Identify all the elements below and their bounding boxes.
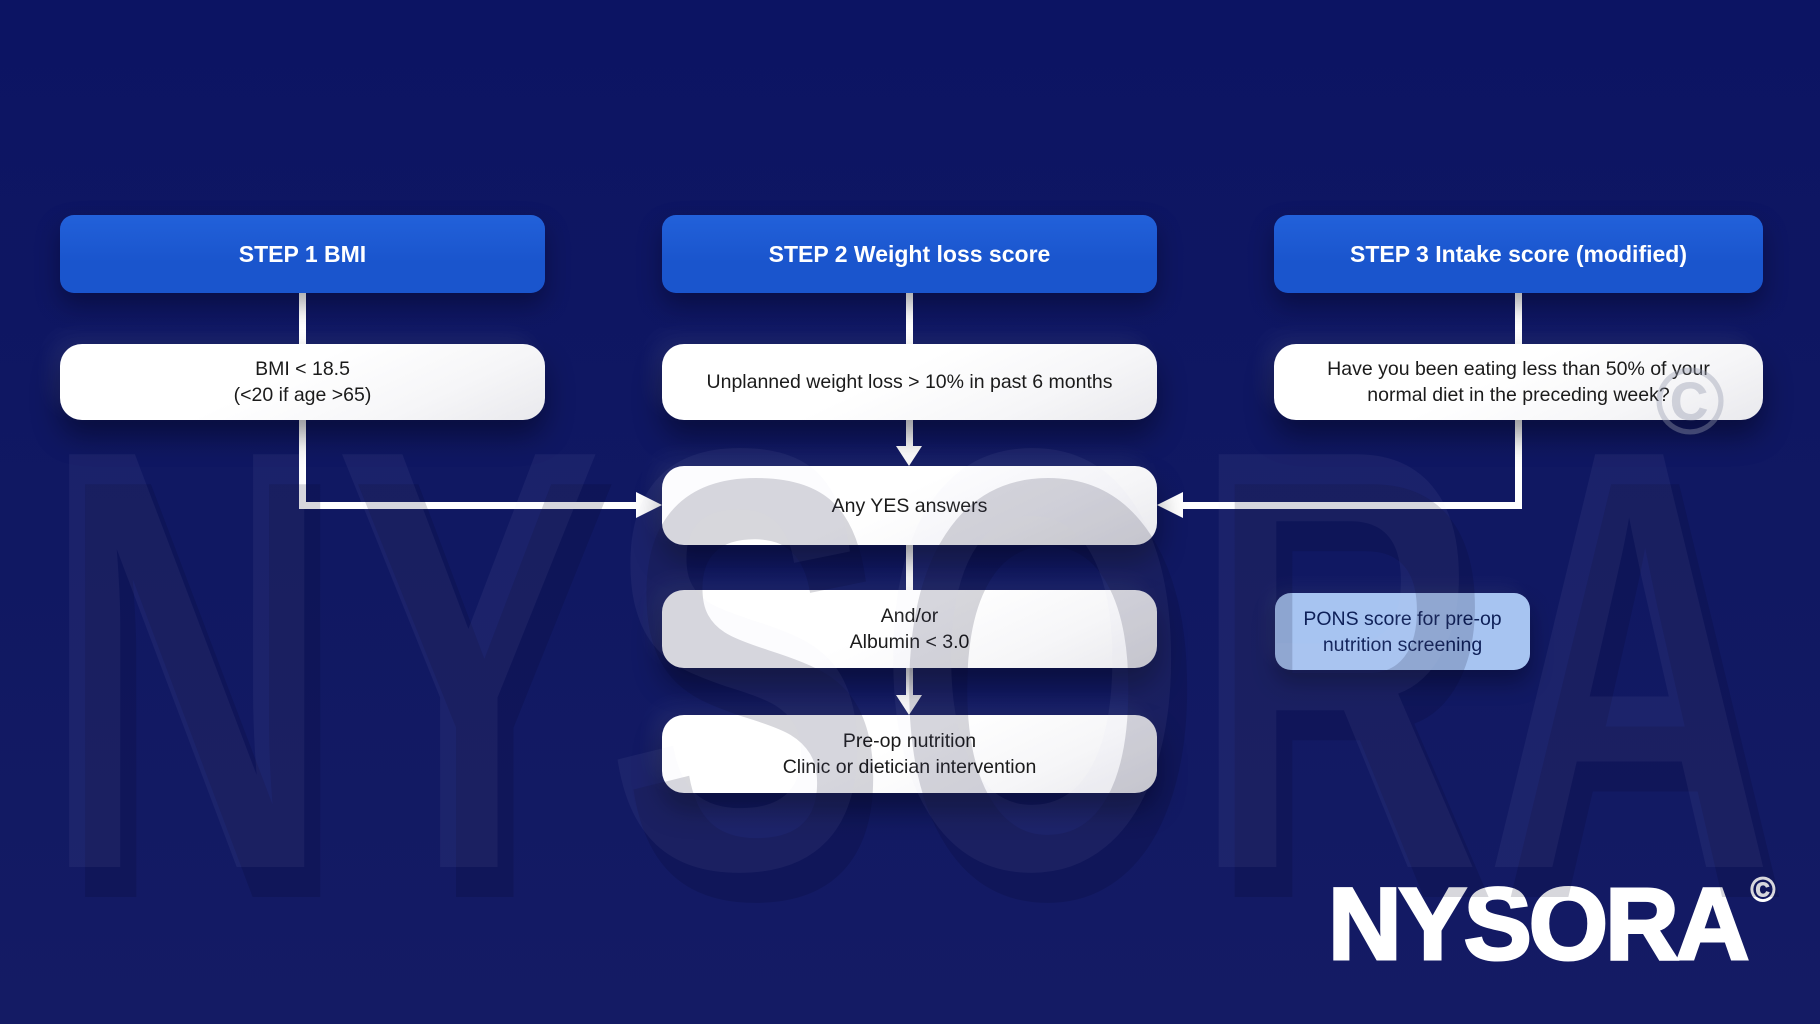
connector-intake-elbow-vertical — [1515, 420, 1522, 509]
copyright-symbol: © — [1750, 871, 1776, 910]
pons-line1: PONS score for pre-op — [1303, 607, 1502, 630]
step2-header: STEP 2 Weight loss score — [662, 215, 1157, 293]
bmi-criteria-line1: BMI < 18.5 — [255, 358, 350, 380]
step1-header: STEP 1 BMI — [60, 215, 545, 293]
intake-question-line2: normal diet in the preceding week? — [1367, 384, 1670, 406]
connector-step3-down — [1515, 293, 1522, 344]
arrowhead-into-merge-left — [636, 492, 662, 518]
pons-line2: nutrition screening — [1322, 633, 1483, 656]
nysora-logo-text: NYSORA — [1326, 866, 1750, 983]
albumin-line1: And/or — [880, 605, 939, 627]
bmi-criteria-box: BMI < 18.5 (<20 if age >65) — [60, 344, 545, 420]
weight-loss-criteria-line1: Unplanned weight loss > 10% in past 6 mo… — [706, 371, 1113, 393]
nysora-logo: NYSORA© — [1326, 866, 1776, 983]
any-yes-answers-box: Any YES answers — [662, 466, 1157, 545]
step2-title: STEP 2 Weight loss score — [768, 240, 1051, 267]
arrowhead-into-merge-top — [896, 446, 922, 466]
outcome-box: Pre-op nutrition Clinic or dietician int… — [662, 715, 1157, 793]
albumin-box: And/or Albumin < 3.0 — [662, 590, 1157, 668]
connector-intake-elbow-horizontal — [1183, 502, 1522, 509]
step3-header: STEP 3 Intake score (modified) — [1274, 215, 1763, 293]
any-yes-answers-label: Any YES answers — [831, 494, 988, 517]
connector-albumin-down — [906, 668, 913, 697]
step3-title: STEP 3 Intake score (modified) — [1349, 240, 1687, 267]
connector-merge-to-albumin — [906, 545, 913, 590]
outcome-line2: Clinic or dietician intervention — [782, 756, 1037, 778]
arrowhead-into-outcome — [896, 695, 922, 715]
weight-loss-criteria-box: Unplanned weight loss > 10% in past 6 mo… — [662, 344, 1157, 420]
connector-step2-down — [906, 293, 913, 344]
bmi-criteria-line2: (<20 if age >65) — [233, 384, 372, 406]
intake-question-line1: Have you been eating less than 50% of yo… — [1327, 358, 1710, 380]
connector-step1-down — [299, 293, 306, 344]
albumin-line2: Albumin < 3.0 — [849, 631, 970, 653]
outcome-line1: Pre-op nutrition — [842, 730, 977, 752]
intake-question-box: Have you been eating less than 50% of yo… — [1274, 344, 1763, 420]
connector-bmi-elbow-vertical — [299, 420, 306, 509]
connector-weightloss-down — [906, 420, 913, 450]
arrowhead-into-merge-right — [1157, 492, 1183, 518]
step1-title: STEP 1 BMI — [238, 240, 367, 267]
pons-score-box: PONS score for pre-op nutrition screenin… — [1275, 593, 1530, 670]
connector-bmi-elbow-horizontal — [299, 502, 636, 509]
